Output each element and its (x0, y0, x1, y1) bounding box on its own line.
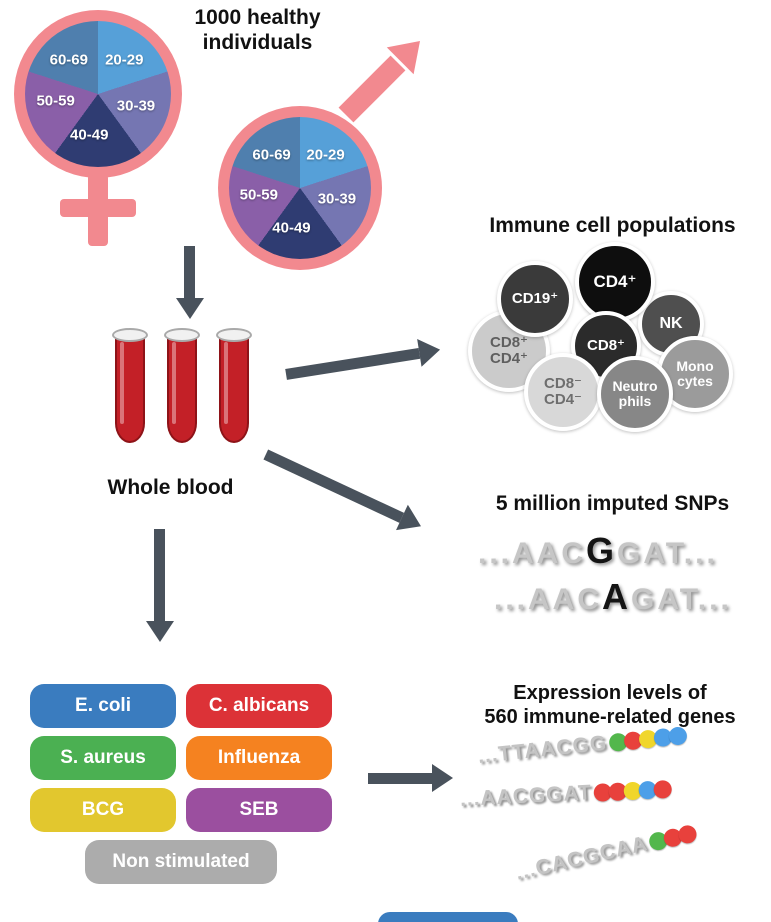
cropped-bottom-box (378, 912, 518, 922)
cell-neutrophils: Neutro phils (597, 356, 673, 432)
gene-row-1: ...TTAACGG (477, 723, 688, 769)
gene-seq-1: ...TTAACGG (476, 731, 609, 768)
blood-tube (112, 328, 148, 450)
stimulus-bcg: BCG (30, 788, 176, 832)
bead (667, 726, 688, 746)
arrow-stimuli-to-expression (368, 764, 453, 792)
cell-monocytes: Mono cytes (657, 336, 733, 412)
male-symbol: 20-29 30-39 40-49 50-59 60-69 (218, 106, 382, 270)
female-ring: 20-29 30-39 40-49 50-59 60-69 (14, 10, 182, 178)
male-age-pie-chart: 20-29 30-39 40-49 50-59 60-69 (229, 117, 371, 259)
male-ring: 20-29 30-39 40-49 50-59 60-69 (218, 106, 382, 270)
snp-seq2-suffix: GAT... (631, 583, 732, 616)
age-label-40-49: 40-49 (272, 219, 311, 237)
snp-seq2-prefix: ...AAC (494, 583, 602, 616)
gene-seq-2: ...AACGGAT (459, 781, 593, 811)
expression-heading: Expression levels of 560 immune-related … (484, 682, 736, 728)
snp-seq2-allele: A (602, 576, 631, 617)
snp-seq1-allele: G (586, 530, 618, 571)
male-arrow-icon (338, 41, 420, 123)
age-label-50-59: 50-59 (239, 186, 278, 204)
age-label-30-39: 30-39 (116, 97, 156, 115)
cell-cd4: CD4⁺ (575, 242, 655, 322)
age-label-20-29: 20-29 (105, 51, 144, 69)
arrow-blood-to-stimuli (146, 529, 174, 642)
age-label-60-69: 60-69 (49, 51, 88, 69)
bead (653, 779, 673, 799)
snp-sequence-2: ...AACAGAT... (494, 576, 732, 618)
whole-blood-label: Whole blood (107, 476, 234, 499)
stimulus-ecoli: E. coli (30, 684, 176, 728)
blood-tube (164, 328, 200, 450)
immune-cells-cluster: CD8⁺ CD4⁺ CD19⁺ NK CD4⁺ CD8⁺ Mono cytes … (468, 242, 768, 448)
age-label-30-39: 30-39 (317, 190, 357, 208)
blood-tube (216, 328, 252, 450)
age-label-20-29: 20-29 (306, 146, 345, 164)
female-age-pie-chart: 20-29 30-39 40-49 50-59 60-69 (25, 21, 171, 167)
gene-seq-3: ...CACGCAA (513, 831, 650, 885)
stimulus-seb: SEB (186, 788, 332, 832)
stimulus-calbicans: C. albicans (186, 684, 332, 728)
age-label-50-59: 50-59 (36, 92, 75, 110)
arrow-blood-to-snps (260, 441, 427, 539)
stimulus-influenza: Influenza (186, 736, 332, 780)
cohort-title: 1000 healthy individuals (194, 6, 321, 54)
snp-sequence-1: ...AACGGAT... (478, 530, 718, 572)
stimulus-non-stimulated: Non stimulated (85, 840, 277, 884)
female-symbol: 20-29 30-39 40-49 50-59 60-69 (14, 10, 184, 250)
arrow-cohort-to-blood (176, 246, 204, 319)
age-label-60-69: 60-69 (252, 146, 291, 164)
snp-seq1-suffix: GAT... (617, 537, 718, 570)
female-cross-horizontal (60, 199, 136, 217)
snp-heading: 5 million imputed SNPs (495, 492, 730, 515)
blood-tubes (112, 328, 254, 453)
stimulus-saureus: S. aureus (30, 736, 176, 780)
tube-opening (216, 328, 252, 342)
gene-row-3: ...CACGCAA (513, 821, 699, 886)
tube-opening (164, 328, 200, 342)
snp-seq1-prefix: ...AAC (478, 537, 586, 570)
tube-opening (112, 328, 148, 342)
cell-cd19: CD19⁺ (497, 261, 573, 337)
gene-row-2: ...AACGGAT (459, 777, 673, 812)
arrow-blood-to-cells (284, 335, 443, 388)
cell-cd8neg-cd4neg: CD8⁻ CD4⁻ (524, 353, 602, 431)
age-label-40-49: 40-49 (70, 126, 109, 144)
immune-cells-heading: Immune cell populations (489, 214, 736, 237)
